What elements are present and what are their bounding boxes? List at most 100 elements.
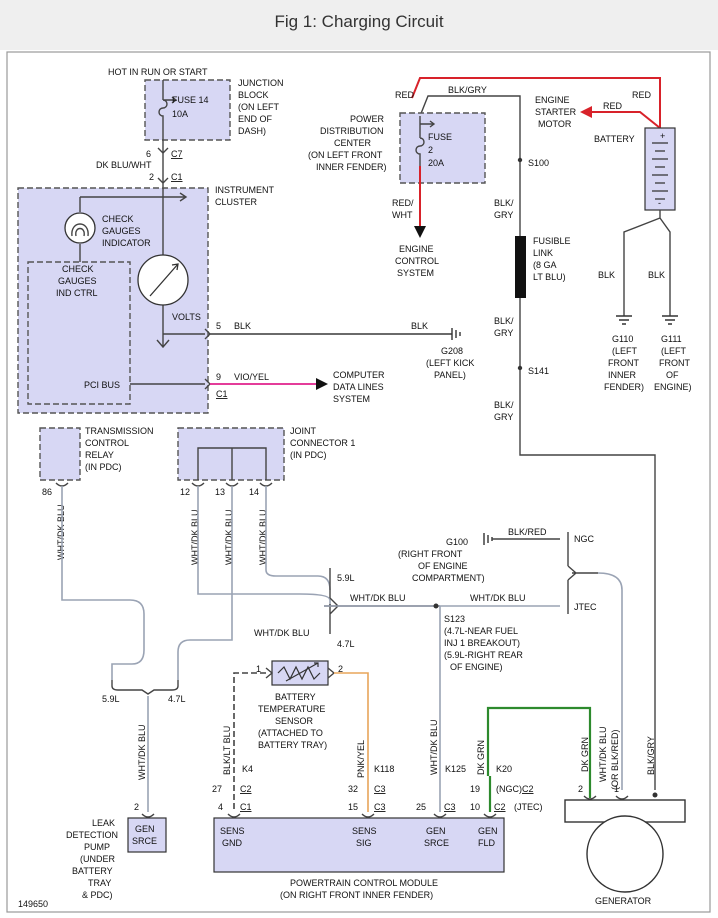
pcm-pin-25: 25 [416, 802, 426, 812]
pcm-cell-1b: GND [222, 838, 243, 848]
gen-wht-dk-blu: WHT/DK BLU [598, 726, 608, 782]
pcm-pin-27: 27 [212, 784, 222, 794]
g111-line: ENGINE) [654, 382, 692, 392]
wire-pnk-yel [334, 672, 369, 812]
cluster-internal-wiring [79, 188, 188, 349]
conn-c1-pin9: C1 [216, 389, 228, 399]
g100-4: COMPARTMENT) [412, 573, 485, 583]
wire-label-blk-5: BLK [234, 321, 251, 331]
pcm-cell-4a: GEN [478, 826, 498, 836]
generator-label: GENERATOR [595, 896, 652, 906]
pcm-c1: C1 [240, 802, 252, 812]
g111-line: OF [666, 370, 679, 380]
diagram-frame [6, 51, 711, 913]
transmission-control-relay [39, 427, 81, 481]
jc1-wire-13: WHT/DK BLU [224, 509, 234, 565]
blk-gry-4: BLK/GRY [646, 736, 656, 775]
g100-ground-icon [483, 533, 493, 545]
g110-line: (LEFT [612, 346, 638, 356]
generator-b-terminal [652, 792, 658, 798]
splice-4-7: 4.7L [337, 639, 355, 649]
fusible-3: (8 GA [533, 260, 557, 270]
s100-label: S100 [528, 158, 549, 168]
g111-line: (LEFT [661, 346, 687, 356]
tcr-2: CONTROL [85, 438, 129, 448]
g100-1: G100 [446, 537, 468, 547]
check-indicator-2: GAUGES [102, 226, 141, 236]
wire-blk-gry-top [419, 95, 521, 148]
fuse-2-symbol [415, 116, 436, 166]
ldp-line: & PDC) [82, 890, 113, 900]
cluster-title-2: CLUSTER [215, 197, 258, 207]
splice-5-9: 5.9L [337, 573, 355, 583]
jc1-1: JOINT [290, 426, 317, 436]
bts-label-5: BATTERY TRAY) [258, 740, 327, 750]
g111-label: G111 (LEFT FRONT OF ENGINE) [654, 334, 692, 392]
blk-gry-3b: GRY [494, 412, 513, 422]
g110-line: INNER [608, 370, 637, 380]
pin-5: 5 [216, 321, 221, 331]
jb-desc-line: DASH) [238, 126, 266, 136]
jc1-internal-bus [197, 447, 267, 480]
tcr-connector [55, 482, 69, 487]
bts-wire-right: PNK/YEL [356, 740, 366, 778]
s123-line: (5.9L-RIGHT REAR [444, 650, 523, 660]
jc1-pin-12: 12 [180, 487, 190, 497]
wire-blk-gry-main [519, 148, 656, 790]
ldp-brace [111, 680, 179, 695]
pcm-pin-19: 19 [470, 784, 480, 794]
bts-pin-2: 2 [338, 664, 343, 674]
jtec-label: JTEC [574, 602, 597, 612]
check-ctrl-3: IND CTRL [56, 288, 98, 298]
volts-label: VOLTS [172, 312, 201, 322]
check-gauges-ind-ctrl [27, 261, 131, 405]
starter-red-label: RED [632, 90, 652, 100]
g111-line: G111 [661, 334, 682, 344]
pci-bus-label: PCI BUS [84, 380, 120, 390]
bts-pin-1: 1 [256, 664, 261, 674]
ldp-cell-1: GEN [135, 824, 155, 834]
fusible-link [515, 236, 526, 298]
ldp-wire-label: WHT/DK BLU [137, 724, 147, 780]
ground-blk-1: BLK [598, 270, 615, 280]
ldp-line: LEAK [92, 818, 115, 828]
fuse-14-rating: 10A [172, 109, 188, 119]
pcm-cell-3b: SRCE [424, 838, 449, 848]
pcm-cell-4b: FLD [478, 838, 496, 848]
pin-6: 6 [146, 149, 151, 159]
ldp-brace-4-7: 4.7L [168, 694, 186, 704]
bts-k4: K4 [242, 764, 253, 774]
ldp-line: DETECTION [66, 830, 118, 840]
fusible-4: LT BLU) [533, 272, 566, 282]
bts-k118: K118 [374, 764, 394, 774]
gen-or-blk-red: (OR BLK/RED) [610, 729, 620, 790]
starter-label-1: ENGINE [535, 95, 570, 105]
wire-red-top [411, 77, 661, 128]
jc1-connectors [191, 482, 273, 487]
s123-label: S123 (4.7L-NEAR FUEL INJ 1 BREAKOUT) (5.… [444, 614, 523, 672]
jb-desc-line: JUNCTION [238, 78, 284, 88]
red-wht-1: RED/ [392, 198, 414, 208]
ldp-line: PUMP [84, 842, 110, 852]
ldp-line: TRAY [88, 878, 111, 888]
ecs-2: CONTROL [395, 256, 439, 266]
power-distribution-center [399, 112, 486, 184]
gauge-needle-icon [149, 263, 179, 297]
pdc-desc-line: DISTRIBUTION [320, 126, 384, 136]
ngc-jtec-brace [567, 532, 598, 614]
gen-pin-1: 1 [614, 784, 619, 794]
pdc-desc-line: CENTER [334, 138, 372, 148]
wire-label-vio-yel: VIO/YEL [234, 372, 269, 382]
g100-3: OF ENGINE [418, 561, 468, 571]
gen-dk-grn: DK GRN [580, 737, 590, 772]
s123-line: OF ENGINE) [450, 662, 503, 672]
bts-label-4: (ATTACHED TO [258, 728, 323, 738]
pcm-cell-2b: SIG [356, 838, 372, 848]
ecs-arrow-icon [414, 226, 426, 238]
pcm-k20: K20 [496, 764, 512, 774]
wire-red-to-starter [592, 111, 661, 129]
s141-label: S141 [528, 366, 549, 376]
junction-block-desc: JUNCTION BLOCK (ON LEFT END OF DASH) [238, 78, 284, 136]
pcm-jtec: (JTEC) [514, 802, 543, 812]
bts-label-1: BATTERY [275, 692, 316, 702]
